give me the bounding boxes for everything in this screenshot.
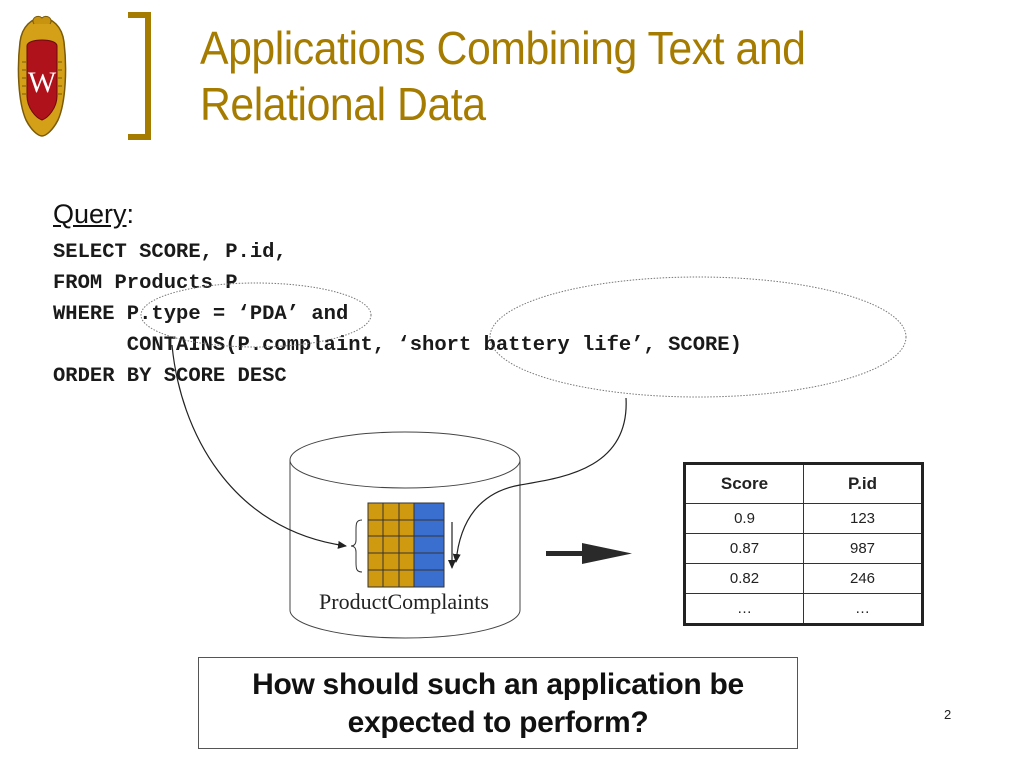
table-row: 0.9 123 xyxy=(684,503,923,534)
results-header-score: Score xyxy=(684,463,804,504)
sql-line-contains: CONTAINS(P.complaint, ‘short battery lif… xyxy=(53,334,742,357)
results-header-pid: P.id xyxy=(803,463,923,504)
results-cell-score: … xyxy=(684,593,804,625)
slide-title-line-1: Applications Combining Text and xyxy=(200,22,806,74)
question-line-2: expected to perform? xyxy=(347,706,649,739)
page-number: 2 xyxy=(944,707,952,722)
uw-crest-logo: W xyxy=(17,15,67,137)
sql-line-where: WHERE P.type = ‘PDA’ and xyxy=(53,303,349,326)
sql-line-select: SELECT SCORE, P.id, xyxy=(53,241,287,264)
results-cell-score: 0.87 xyxy=(684,533,804,564)
table-row: 0.82 246 xyxy=(684,563,923,594)
query-label-colon: : xyxy=(126,199,135,229)
contains-predicate-connector-arrow xyxy=(452,397,627,563)
results-cell-score: 0.9 xyxy=(684,503,804,534)
sql-line-from: FROM Products P xyxy=(53,272,238,295)
result-arrow-icon xyxy=(546,543,632,564)
query-label-text: Query xyxy=(53,199,127,229)
svg-text:W: W xyxy=(28,66,57,99)
table-row: … … xyxy=(684,593,923,625)
database-label: ProductComplaints xyxy=(319,589,489,614)
results-cell-pid: 246 xyxy=(803,563,923,594)
results-table: Score P.id 0.9 123 0.87 987 0.82 246 … … xyxy=(683,462,924,626)
results-table-header-row: Score P.id xyxy=(684,463,923,504)
table-row: 0.87 987 xyxy=(684,533,923,564)
results-cell-pid: 987 xyxy=(803,533,923,564)
title-bracket-decoration xyxy=(128,12,151,140)
slide-title: Applications Combining Text and Relation… xyxy=(200,20,944,132)
slide-title-line-2: Relational Data xyxy=(200,78,486,130)
sql-line-order-by: ORDER BY SCORE DESC xyxy=(53,365,287,388)
question-line-1: How should such an application be xyxy=(252,668,744,701)
results-cell-pid: … xyxy=(803,593,923,625)
results-cell-score: 0.82 xyxy=(684,563,804,594)
row-selection-brace-icon xyxy=(350,519,363,573)
relation-grid-icon xyxy=(367,502,445,588)
results-cell-pid: 123 xyxy=(803,503,923,534)
query-label: Query: xyxy=(53,199,134,230)
question-box: How should such an application be expect… xyxy=(198,657,798,749)
